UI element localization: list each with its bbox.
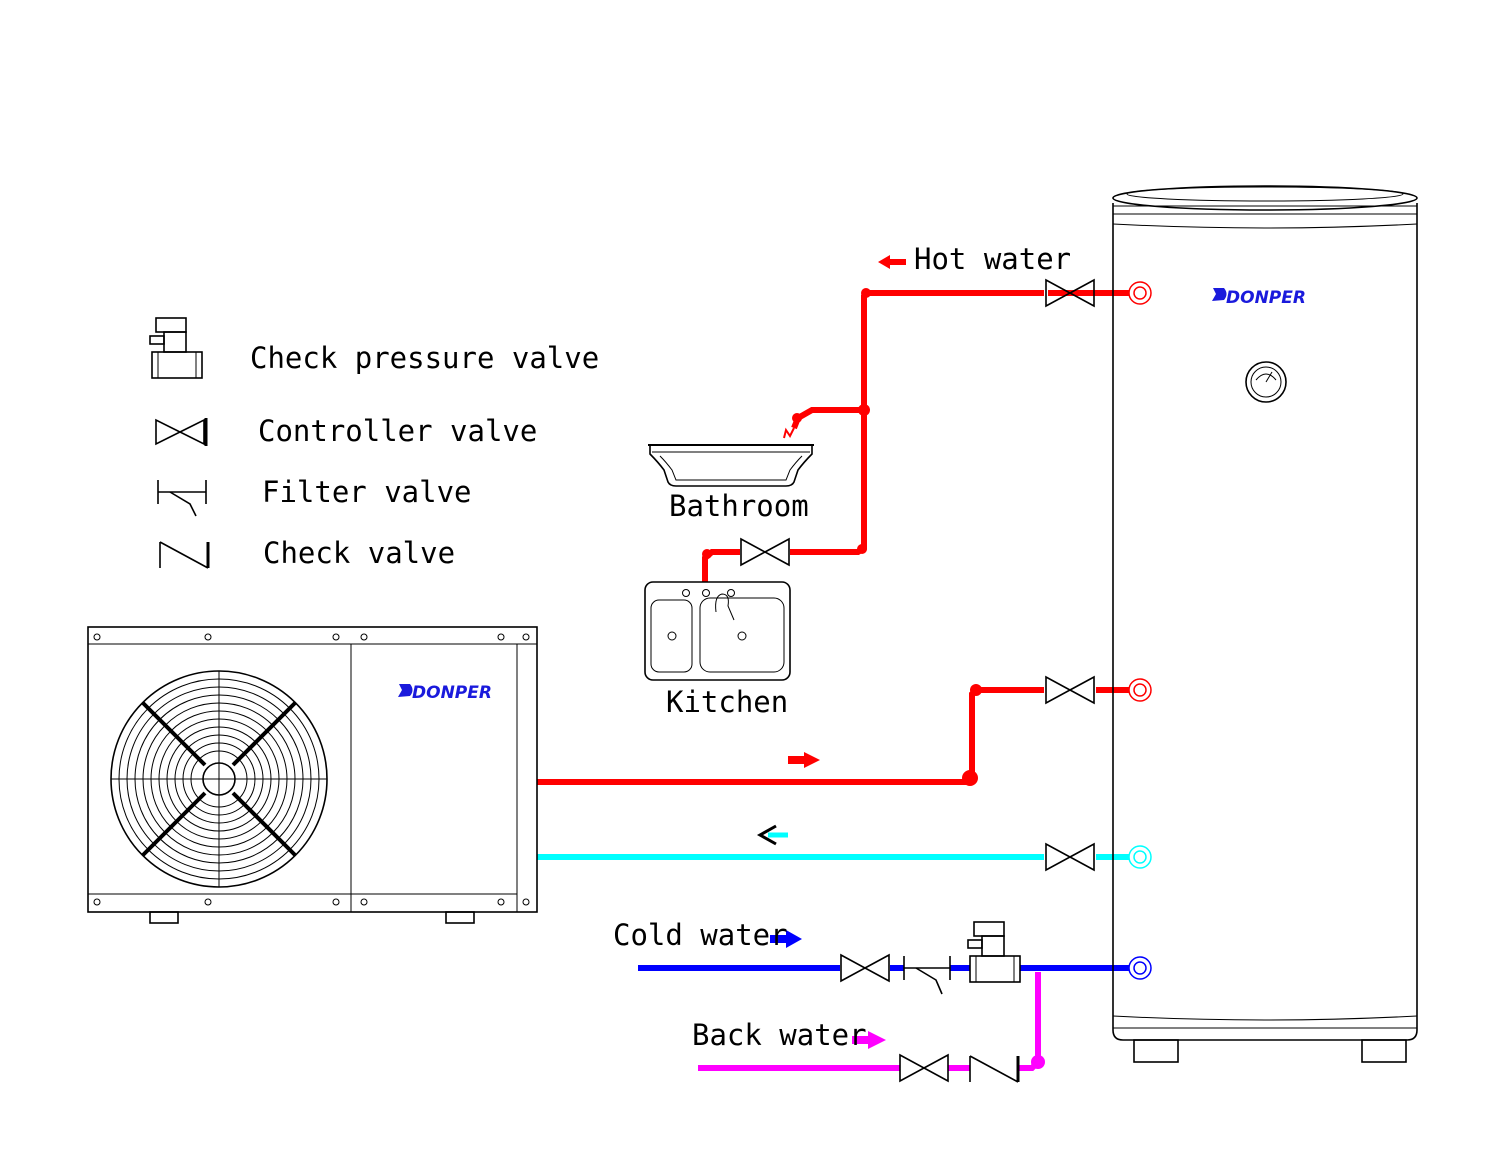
- cold-water-label: Cold water: [613, 918, 788, 952]
- cold-water-controller-valve[interactable]: [840, 953, 890, 983]
- hot-water-label: Hot water: [914, 242, 1071, 276]
- unit-brand-logo: DONPER: [398, 683, 492, 703]
- check-pressure-valve-icon: [149, 317, 203, 379]
- back-water-pipe: [698, 972, 1045, 1071]
- cold-water-arrow-icon: [770, 930, 802, 948]
- pressure-gauge-icon: [1245, 361, 1287, 403]
- back-water-arrow-icon: [852, 1031, 886, 1049]
- heating-inlet-port: [1128, 678, 1152, 702]
- cold-water-inlet-port: [1128, 956, 1152, 980]
- filter-valve-icon: [157, 480, 207, 517]
- check-valve-icon: [159, 541, 210, 569]
- legend-check-pressure-valve: Check pressure valve: [250, 341, 599, 375]
- heating-supply-pipe: [537, 684, 1138, 786]
- kitchen-sink-icon: [644, 581, 791, 681]
- legend-filter-valve: Filter valve: [262, 475, 472, 509]
- supply-controller-valve[interactable]: [1045, 675, 1095, 705]
- return-flow-arrow-icon: [756, 824, 788, 846]
- legend-check-valve: Check valve: [263, 536, 455, 570]
- fan-grille-icon: [110, 670, 328, 888]
- hot-water-pipe: [702, 288, 1132, 582]
- tank-brand-logo: DONPER: [1212, 288, 1306, 308]
- unit-logo-text: DONPER: [412, 683, 492, 703]
- kitchen-label: Kitchen: [666, 685, 788, 719]
- legend-controller-valve: Controller valve: [258, 414, 537, 448]
- legend: Check pressure valve Controller valve Fi…: [149, 317, 599, 570]
- bathroom-basin-icon: [648, 444, 814, 487]
- controller-valve-icon: [155, 418, 208, 446]
- back-water-controller-valve[interactable]: [899, 1053, 949, 1083]
- kitchen-controller-valve[interactable]: [740, 537, 790, 567]
- supply-flow-arrow-icon: [788, 752, 820, 768]
- return-controller-valve[interactable]: [1045, 842, 1095, 872]
- cold-water-check-pressure-valve[interactable]: [967, 921, 1021, 983]
- cold-water-filter-valve[interactable]: [903, 956, 951, 995]
- hot-water-outlet-port: [1128, 281, 1152, 305]
- water-tank: DONPER: [1112, 185, 1418, 1063]
- hot-water-controller-valve[interactable]: [1045, 278, 1095, 308]
- back-water-check-valve[interactable]: [969, 1055, 1020, 1083]
- tank-logo-text: DONPER: [1226, 288, 1306, 308]
- back-water-label: Back water: [692, 1018, 867, 1052]
- heat-pump-outdoor-unit: DONPER: [87, 626, 538, 924]
- bathroom-label: Bathroom: [669, 489, 809, 523]
- return-outlet-port: [1128, 845, 1152, 869]
- hot-water-arrow-icon: [878, 255, 906, 269]
